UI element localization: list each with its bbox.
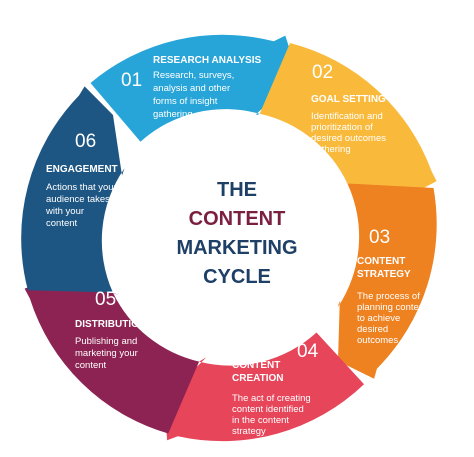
segment-desc-engagement-line-3: with your — [45, 206, 84, 217]
segment-number-01: 01 — [121, 70, 142, 91]
center-title-line-2: CONTENT — [189, 208, 286, 230]
segment-desc-creation-line-2: content identified — [232, 404, 304, 415]
segment-distribution — [24, 274, 200, 434]
segment-title-content-strategy-line-1: CONTENT — [357, 256, 405, 267]
segment-desc-creation-line-3: in the content — [232, 415, 289, 426]
center-title-line-4: CYCLE — [203, 266, 271, 288]
segment-title-content-creation-line-1: CONTENT — [232, 360, 280, 371]
segment-desc-distribution-line-3: content — [75, 360, 107, 371]
segment-desc-goal-line-3: desired outcomes — [311, 133, 386, 144]
segment-desc-goal-line-2: prioritization of — [311, 122, 373, 133]
segment-number-03: 03 — [369, 227, 390, 248]
segment-desc-engagement-line-4: content — [46, 218, 78, 229]
segment-desc-research-line-4: gathering — [153, 109, 193, 120]
segment-desc-creation-line-4: strategy — [232, 426, 266, 437]
segment-number-05: 05 — [95, 289, 116, 310]
center-title-line-3: MARKETING — [176, 237, 297, 259]
segment-title-goal-setting: GOAL SETTING — [311, 94, 386, 105]
center-title-line-1: THE — [217, 179, 257, 201]
segment-desc-distribution-line-2: marketing your — [75, 348, 138, 359]
segment-number-06: 06 — [75, 131, 96, 152]
segment-title-engagement: ENGAGEMENT — [46, 164, 118, 175]
segment-desc-goal-line-1: Identification and — [311, 111, 383, 122]
segment-desc-strategy-line-5: outcomes — [357, 335, 398, 346]
segment-desc-research-line-2: analysis and other — [153, 83, 230, 94]
segment-desc-distribution-line-1: Publishing and — [75, 336, 137, 347]
segment-desc-research-line-3: forms of insight — [153, 96, 218, 107]
segment-desc-strategy-line-2: planning content — [357, 302, 427, 313]
segment-title-distribution: DISTRIBUTION — [75, 319, 146, 330]
segment-title-content-creation-line-2: CREATION — [232, 373, 283, 384]
segment-desc-engagement-line-1: Actions that your — [46, 182, 117, 193]
center-circle — [117, 113, 357, 353]
segment-desc-research-line-1: Research, surveys, — [153, 70, 234, 81]
segment-number-04: 04 — [297, 341, 319, 362]
segment-desc-goal-line-4: gathering — [311, 144, 351, 155]
segment-desc-strategy-line-1: The process of — [357, 291, 420, 302]
segment-desc-strategy-line-3: to achieve — [357, 313, 400, 324]
segment-engagement — [21, 86, 125, 293]
segment-title-content-strategy-line-2: STRATEGY — [357, 269, 411, 280]
segment-desc-engagement-line-2: audience takes — [46, 194, 110, 205]
segment-content-strategy — [337, 183, 437, 379]
segment-number-02: 02 — [312, 62, 333, 83]
segment-research-analysis — [90, 34, 298, 142]
segment-desc-creation-line-1: The act of creating — [232, 393, 311, 404]
segment-goal-setting — [259, 43, 437, 202]
segment-desc-strategy-line-4: desired — [357, 324, 388, 335]
segment-title-research-analysis: RESEARCH ANALYSIS — [153, 55, 261, 66]
segment-content-creation — [164, 332, 364, 442]
